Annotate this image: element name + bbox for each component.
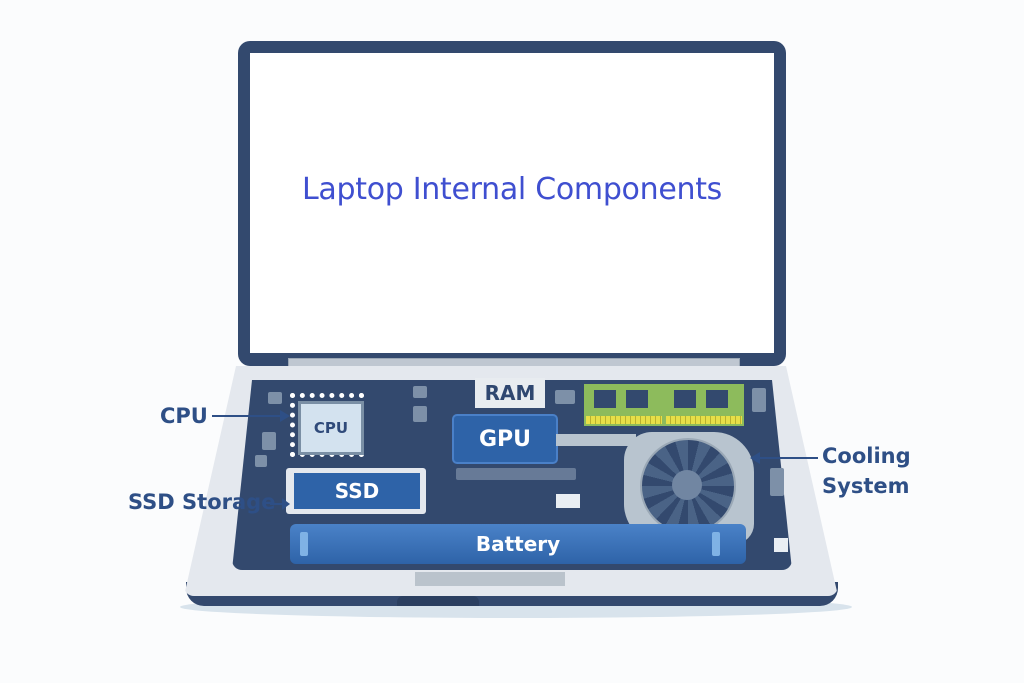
trackpad (415, 572, 565, 586)
callout-cooling-line2: System (822, 474, 910, 498)
arrowhead-ssd-icon (282, 498, 290, 510)
board-chip (255, 455, 267, 467)
fan-hub (672, 470, 702, 500)
arrow-ssd (270, 503, 284, 505)
arrowhead-cooling-icon (750, 452, 760, 464)
battery-cap-right (712, 532, 720, 556)
base-notch (397, 596, 479, 606)
ram-label: RAM (475, 378, 545, 408)
board-chip (262, 432, 276, 450)
arrowhead-cpu-icon (280, 410, 290, 422)
callout-cooling-line1: Cooling (822, 444, 911, 468)
board-chip (555, 390, 575, 404)
arrow-cooling (760, 457, 818, 459)
board-chip (413, 406, 427, 422)
board-chip (770, 468, 784, 496)
ssd-chip: SSD (294, 473, 420, 509)
board-chip (413, 386, 427, 398)
battery-cap-left (300, 532, 308, 556)
battery: Battery (290, 524, 746, 564)
ram-stick-1 (584, 384, 664, 426)
ram-stick-2 (664, 384, 744, 426)
board-connector-strip (456, 468, 576, 480)
gpu-chip: GPU (452, 414, 558, 464)
board-chip (752, 388, 766, 412)
board-chip (556, 494, 580, 508)
diagram-title: Laptop Internal Components (302, 172, 722, 207)
cpu-chip: CPU (298, 401, 364, 455)
callout-cpu: CPU (160, 404, 208, 428)
board-chip (268, 392, 282, 404)
arrow-cpu (212, 415, 282, 417)
heat-pipe (556, 434, 636, 446)
callout-ssd-storage: SSD Storage (128, 490, 276, 514)
laptop-screen (250, 53, 774, 353)
board-chip (774, 538, 788, 552)
